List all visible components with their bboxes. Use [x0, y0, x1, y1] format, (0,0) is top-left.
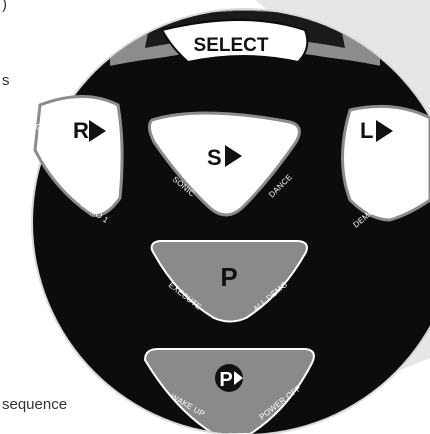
side-text-top: ): [2, 0, 7, 13]
power-button-badge: [215, 364, 243, 392]
play-triangle-icon: [225, 145, 242, 167]
power-button-label: P: [219, 369, 232, 391]
side-text-bottom: sequence: [2, 396, 68, 413]
play-triangle-icon: [89, 120, 106, 142]
select-button[interactable]: SELECT: [160, 19, 309, 64]
inner-arc: [90, 52, 400, 95]
right-button-label: R: [73, 118, 89, 143]
select-button-label: SELECT: [194, 35, 269, 56]
sonic-dance-button-label: S: [207, 145, 222, 170]
program-button-label: P: [220, 262, 237, 292]
left-button-label: L: [360, 118, 373, 143]
play-triangle-icon: [376, 120, 393, 142]
play-triangle-icon: [234, 371, 243, 385]
side-text-mid: s: [2, 72, 10, 89]
